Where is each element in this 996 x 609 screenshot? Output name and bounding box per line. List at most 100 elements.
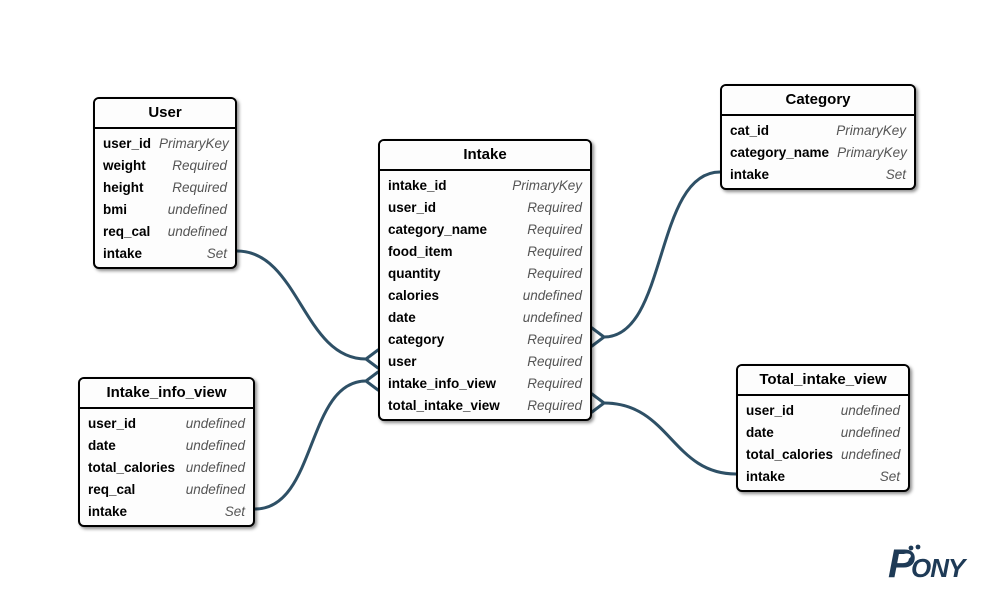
field-name: user_id: [103, 135, 152, 151]
field-kind: undefined: [185, 481, 245, 497]
entity-title: Total_intake_view: [738, 366, 908, 396]
field-name: calories: [388, 287, 440, 303]
field-name: user: [388, 353, 417, 369]
field-kind: undefined: [841, 446, 901, 462]
field-kind: Set: [879, 468, 900, 484]
entity-table-intake-info-view[interactable]: Intake_info_view user_id undefined date …: [78, 377, 255, 527]
connector-intakeinfoview-intake: [253, 379, 368, 511]
entity-table-user[interactable]: User user_id PrimaryKey weight Required …: [93, 97, 237, 269]
pony-logo-rest: ONY: [911, 553, 968, 583]
field-row: quantity Required: [380, 262, 590, 284]
entity-table-intake[interactable]: Intake intake_id PrimaryKey user_id Requ…: [378, 139, 592, 421]
arrowhead-intakeinfoview-intake: [364, 370, 380, 392]
field-row: intake Set: [95, 242, 235, 264]
field-row: total_calories undefined: [738, 443, 908, 465]
field-row: req_cal undefined: [80, 478, 253, 500]
field-list: user_id PrimaryKey weight Required heigh…: [95, 129, 235, 267]
entity-title: Intake_info_view: [80, 379, 253, 409]
field-row: category_name Required: [380, 218, 590, 240]
field-kind: Required: [172, 179, 227, 195]
field-kind: PrimaryKey: [836, 122, 906, 138]
field-name: intake: [746, 468, 786, 484]
field-kind: Set: [224, 503, 245, 519]
field-row: intake Set: [722, 163, 914, 185]
field-name: intake: [730, 166, 770, 182]
entity-table-total-intake-view[interactable]: Total_intake_view user_id undefined date…: [736, 364, 910, 492]
field-list: user_id undefined date undefined total_c…: [738, 396, 908, 490]
field-row: date undefined: [80, 434, 253, 456]
field-kind: Required: [172, 157, 227, 173]
field-list: intake_id PrimaryKey user_id Required ca…: [380, 171, 590, 419]
field-kind: Required: [527, 375, 582, 391]
field-kind: undefined: [840, 424, 900, 440]
field-row: category_name PrimaryKey: [722, 141, 914, 163]
field-name: total_calories: [746, 446, 834, 462]
field-name: total_intake_view: [388, 397, 500, 413]
field-kind: PrimaryKey: [512, 177, 582, 193]
field-kind: Required: [527, 397, 582, 413]
field-kind: Required: [527, 243, 582, 259]
field-kind: undefined: [185, 437, 245, 453]
field-row: user Required: [380, 350, 590, 372]
field-kind: undefined: [167, 223, 227, 239]
field-name: intake: [103, 245, 143, 261]
field-kind: Set: [885, 166, 906, 182]
field-name: food_item: [388, 243, 453, 259]
field-row: intake_info_view Required: [380, 372, 590, 394]
field-kind: Set: [206, 245, 227, 261]
field-name: intake_info_view: [388, 375, 497, 391]
arrowhead-category-intake: [590, 326, 606, 348]
field-kind: PrimaryKey: [159, 135, 229, 151]
connector-user-intake: [235, 249, 368, 361]
field-kind: Required: [527, 199, 582, 215]
field-row: total_intake_view Required: [380, 394, 590, 416]
field-list: user_id undefined date undefined total_c…: [80, 409, 253, 525]
field-name: quantity: [388, 265, 441, 281]
field-kind: Required: [527, 331, 582, 347]
field-name: date: [88, 437, 116, 453]
field-kind: PrimaryKey: [837, 144, 907, 160]
field-name: user_id: [746, 402, 795, 418]
field-name: weight: [103, 157, 146, 173]
field-kind: undefined: [522, 287, 582, 303]
field-name: category_name: [730, 144, 830, 160]
field-row: total_calories undefined: [80, 456, 253, 478]
field-name: date: [746, 424, 774, 440]
field-name: category: [388, 331, 445, 347]
field-name: cat_id: [730, 122, 770, 138]
field-name: req_cal: [103, 223, 151, 239]
arrowhead-user-intake: [364, 348, 380, 370]
field-row: cat_id PrimaryKey: [722, 119, 914, 141]
field-row: req_cal undefined: [95, 220, 235, 242]
field-row: user_id Required: [380, 196, 590, 218]
field-name: user_id: [388, 199, 437, 215]
arrowhead-totalintakeview-intake: [590, 392, 606, 414]
connector-totalintakeview-intake: [602, 401, 738, 476]
field-row: user_id PrimaryKey: [95, 132, 235, 154]
field-row: food_item Required: [380, 240, 590, 262]
entity-table-category[interactable]: Category cat_id PrimaryKey category_name…: [720, 84, 916, 190]
field-row: user_id undefined: [80, 412, 253, 434]
field-row: intake Set: [738, 465, 908, 487]
field-kind: undefined: [840, 402, 900, 418]
field-name: date: [388, 309, 416, 325]
pony-logo-ear-dot: [908, 545, 914, 551]
field-row: bmi undefined: [95, 198, 235, 220]
field-row: intake_id PrimaryKey: [380, 174, 590, 196]
field-row: date undefined: [380, 306, 590, 328]
field-name: height: [103, 179, 144, 195]
field-name: user_id: [88, 415, 137, 431]
field-list: cat_id PrimaryKey category_name PrimaryK…: [722, 116, 914, 188]
field-name: bmi: [103, 201, 128, 217]
pony-logo-ear-dot: [915, 544, 921, 550]
connector-category-intake: [602, 170, 722, 339]
pony-logo: P ONY: [888, 542, 969, 585]
entity-title: Category: [722, 86, 914, 116]
field-kind: Required: [527, 265, 582, 281]
field-row: user_id undefined: [738, 399, 908, 421]
field-kind: undefined: [185, 459, 245, 475]
field-name: total_calories: [88, 459, 176, 475]
field-row: category Required: [380, 328, 590, 350]
field-row: intake Set: [80, 500, 253, 522]
